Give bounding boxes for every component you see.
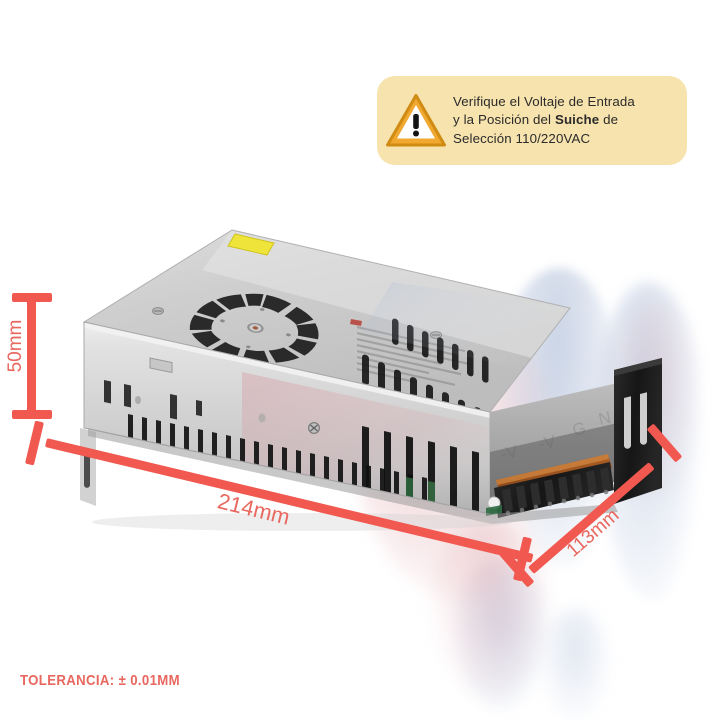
input-voltage-warning-banner: Verifique el Voltaje de Entrada y la Pos… bbox=[377, 76, 687, 165]
warning-text: Verifique el Voltaje de Entrada y la Pos… bbox=[453, 93, 635, 149]
bracket-slot bbox=[624, 392, 648, 449]
power-supply-unit: -V -V G N bbox=[62, 222, 682, 582]
dimension-line-vertical bbox=[27, 297, 36, 415]
warning-line-3: Selección 110/220VAC bbox=[453, 130, 591, 146]
svg-text:-V: -V bbox=[537, 431, 558, 453]
background-watermark-blue bbox=[540, 608, 610, 720]
mounting-bracket bbox=[614, 358, 662, 504]
warning-triangle-icon bbox=[385, 92, 447, 150]
fan-grille-icon bbox=[189, 293, 319, 364]
tolerance-note: TOLERANCIA: ± 0.01MM bbox=[20, 672, 180, 689]
warning-line-2-before: y la Posición del bbox=[453, 112, 555, 128]
warning-line-2: y la Posición del Suiche de bbox=[453, 111, 635, 130]
dimension-cap-top bbox=[12, 293, 52, 302]
dimension-cap-bottom bbox=[12, 410, 52, 419]
background-watermark-blue bbox=[455, 560, 547, 710]
side-punch-holes bbox=[104, 380, 202, 420]
yellow-qc-sticker bbox=[227, 233, 275, 256]
rivet-icon bbox=[135, 396, 266, 423]
dimension-cap-left bbox=[25, 420, 44, 466]
screw-icon bbox=[152, 307, 164, 315]
warning-line-1: Verifique el Voltaje de Entrada bbox=[453, 93, 635, 109]
svg-text:N: N bbox=[597, 408, 613, 429]
svg-text:G: G bbox=[571, 418, 588, 439]
screw-icon bbox=[308, 422, 321, 435]
mounting-tab bbox=[149, 357, 173, 374]
dimension-height-label: 50mm bbox=[5, 319, 26, 373]
warning-line-2-after: de bbox=[599, 112, 619, 128]
warning-line-2-bold: Suiche bbox=[554, 112, 600, 128]
